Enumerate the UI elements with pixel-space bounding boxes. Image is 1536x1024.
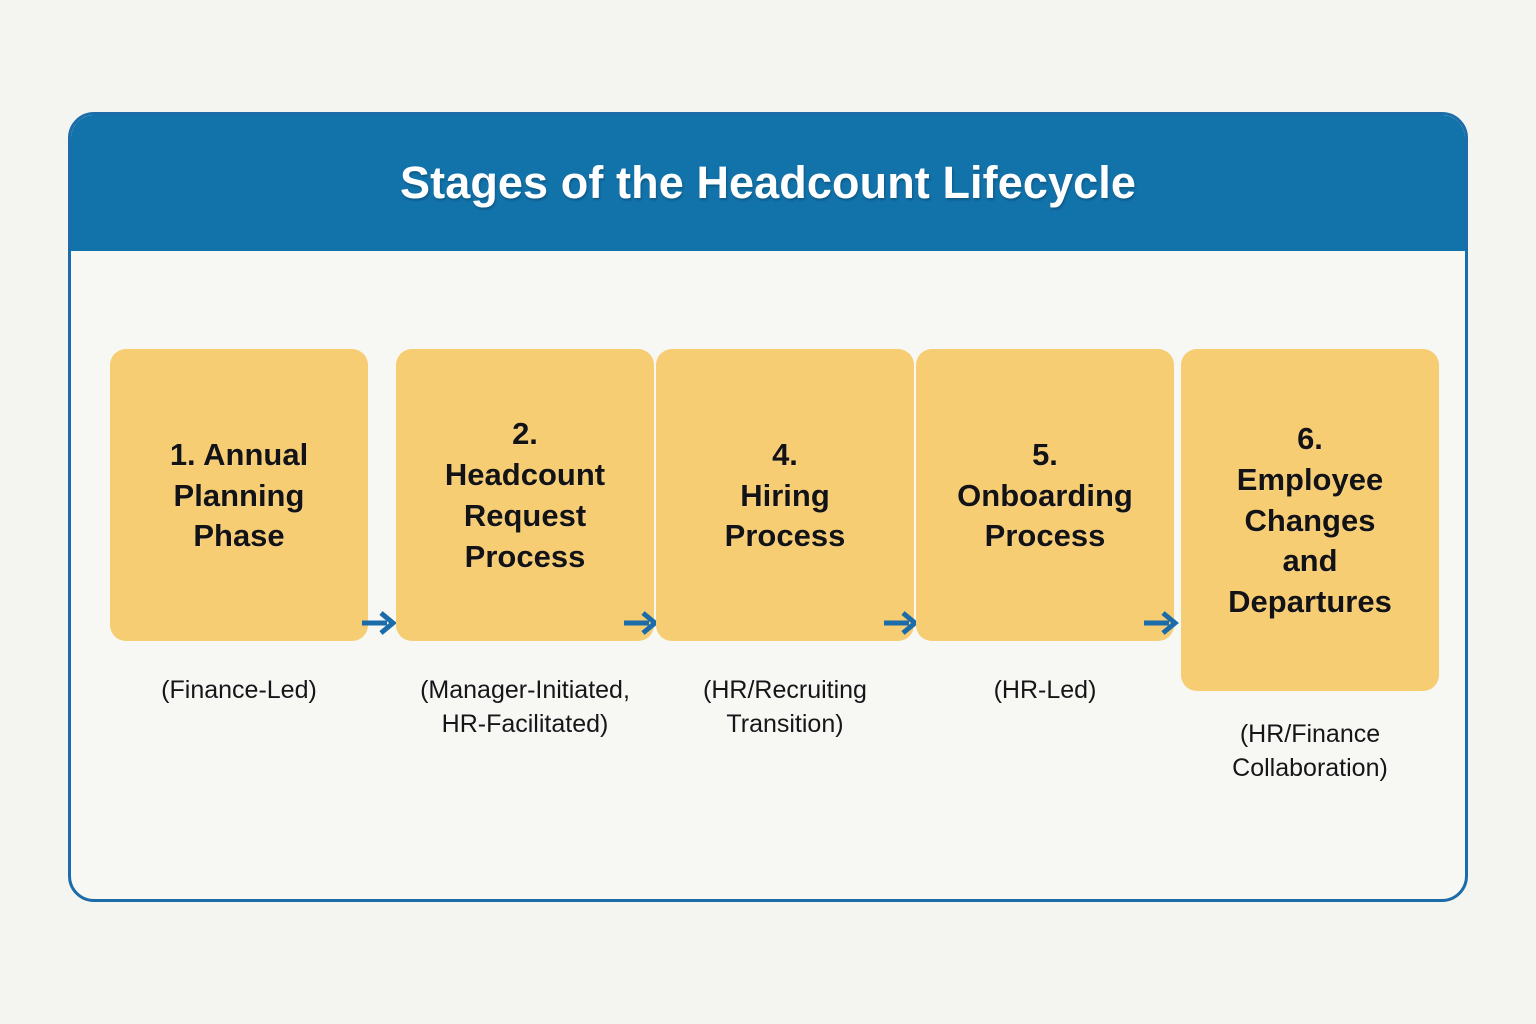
page-title: Stages of the Headcount Lifecycle — [400, 157, 1136, 208]
stage-box-1[interactable]: 1. Annual Planning Phase — [110, 349, 368, 641]
stage-box-3[interactable]: 4. Hiring Process — [656, 349, 914, 641]
stage-label-4: 5. Onboarding Process — [957, 436, 1133, 554]
stage-item-1[interactable]: 1. Annual Planning Phase (Finance-Led) — [110, 349, 368, 707]
stage-item-3[interactable]: 4. Hiring Process (HR/Recruiting Transit… — [656, 349, 914, 741]
stage-box-2[interactable]: 2. Headcount Request Process — [396, 349, 654, 641]
stage-item-2[interactable]: 2. Headcount Request Process (Manager-In… — [396, 349, 654, 741]
stage-caption-4: (HR-Led) — [993, 676, 1097, 704]
stage-label-5: 6. Employee Changes and Departures — [1228, 420, 1392, 620]
stage-label-3: 4. Hiring Process — [724, 436, 846, 554]
stage-caption-3: (HR/Recruiting Transition) — [703, 676, 867, 738]
stage-item-4[interactable]: 5. Onboarding Process (HR-Led) — [916, 349, 1174, 707]
arrow-right-icon — [1141, 606, 1181, 640]
arrow-right-icon — [881, 606, 921, 640]
stage-label-2: 2. Headcount Request Process — [444, 416, 606, 574]
stage-caption-5: (HR/Finance Collaboration) — [1232, 720, 1388, 782]
arrow-right-icon — [621, 606, 661, 640]
diagram-header: Stages of the Headcount Lifecycle — [71, 115, 1465, 251]
stage-item-5[interactable]: 6. Employee Changes and Departures (HR/F… — [1181, 349, 1439, 785]
stage-caption-2: (Manager-Initiated, HR-Facilitated) — [420, 676, 630, 738]
stage-box-4[interactable]: 5. Onboarding Process — [916, 349, 1174, 641]
stage-flow: 1. Annual Planning Phase (Finance-Led) 2… — [71, 251, 1465, 899]
stage-label-1: 1. Annual Planning Phase — [169, 436, 309, 554]
diagram-card: Stages of the Headcount Lifecycle 1. Ann… — [68, 112, 1468, 902]
stage-caption-1: (Finance-Led) — [161, 676, 317, 704]
stage-box-5[interactable]: 6. Employee Changes and Departures — [1181, 349, 1439, 691]
arrow-right-icon — [359, 606, 399, 640]
